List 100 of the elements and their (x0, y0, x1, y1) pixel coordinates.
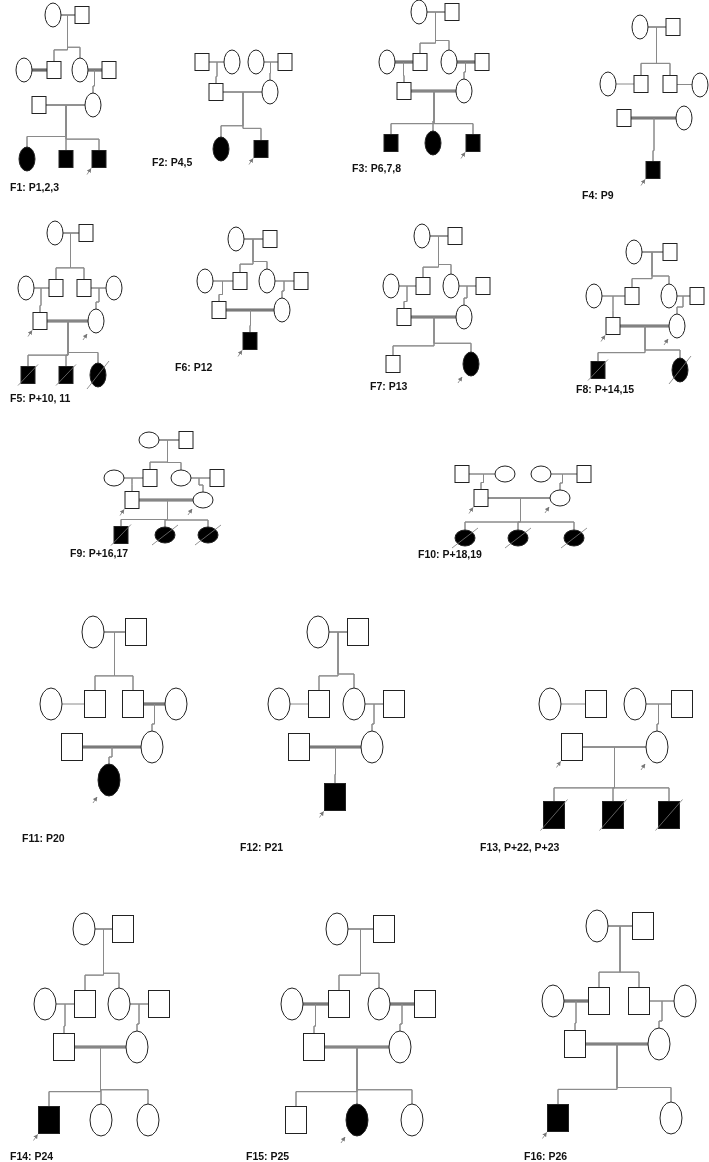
circle-symbol (388, 1030, 412, 1064)
marriage-line (289, 703, 309, 705)
circle-symbol (105, 275, 123, 301)
square-symbol (689, 287, 705, 305)
square-symbol (328, 990, 350, 1018)
descent-line (281, 280, 295, 299)
circle-symbol (261, 79, 279, 105)
circle-symbol (247, 49, 265, 75)
circle-symbol (585, 283, 603, 309)
square-symbol (209, 469, 225, 487)
circle-symbol (325, 912, 349, 946)
square-symbol (148, 990, 170, 1018)
descent-line (218, 280, 234, 302)
double-line (324, 1045, 389, 1049)
descent-line (103, 928, 120, 989)
proband-arrow (556, 761, 561, 768)
filled-square-symbol (383, 134, 399, 152)
filled-circle-symbol (504, 527, 532, 549)
filled-circle-symbol (97, 763, 121, 797)
proband-arrow (237, 350, 243, 357)
filled-square-symbol (55, 364, 77, 386)
square-symbol (194, 53, 210, 71)
square-symbol (665, 18, 681, 36)
double-line (303, 1002, 329, 1006)
descent-line (520, 497, 575, 531)
square-symbol (454, 465, 470, 483)
square-symbol (633, 75, 649, 93)
descent-line (334, 746, 362, 784)
square-symbol (588, 987, 610, 1015)
descent-line (95, 287, 107, 310)
filled-circle-symbol (194, 524, 222, 546)
square-symbol (347, 618, 369, 646)
circle-symbol (625, 239, 643, 265)
circle-symbol (541, 984, 565, 1018)
descent-line (619, 925, 640, 988)
descent-line (313, 1003, 329, 1034)
filled-square-symbol (587, 359, 609, 381)
descent-line (67, 320, 99, 364)
descent-line (65, 104, 100, 151)
filled-square-symbol (253, 140, 269, 158)
circle-symbol (107, 987, 131, 1021)
square-symbol (232, 272, 248, 290)
circle-symbol (196, 268, 214, 294)
circle-symbol (631, 14, 649, 40)
filled-circle-symbol (86, 360, 110, 390)
circle-symbol (413, 223, 431, 249)
family-label: F14: P24 (10, 1151, 54, 1162)
square-symbol (308, 690, 330, 718)
circle-symbol (645, 730, 669, 764)
marriage-line (615, 83, 635, 85)
double-line (564, 999, 589, 1003)
circle-symbol (138, 431, 160, 449)
square-symbol (475, 277, 491, 295)
circle-symbol (140, 730, 164, 764)
filled-square-symbol (242, 332, 258, 350)
circle-symbol (530, 465, 552, 483)
double-line (411, 315, 456, 319)
proband-arrow (544, 506, 550, 514)
square-symbol (585, 690, 607, 718)
filled-square-symbol (110, 524, 132, 546)
descent-line (463, 61, 476, 80)
circle-symbol (673, 984, 697, 1018)
descent-line (151, 703, 166, 732)
filled-square-symbol (324, 783, 346, 811)
filled-circle-symbol (462, 351, 480, 377)
square-symbol (125, 618, 147, 646)
circle-symbol (72, 912, 96, 946)
square-symbol (624, 287, 640, 305)
descent-line (92, 69, 103, 94)
square-symbol (415, 277, 431, 295)
family-label: F3: P6,7,8 (352, 163, 402, 174)
square-symbol (285, 1106, 307, 1134)
circle-symbol (15, 57, 33, 83)
descent-line (438, 235, 452, 275)
circle-symbol (71, 57, 89, 83)
square-symbol (412, 53, 428, 71)
family-label: F6: P12 (175, 362, 213, 373)
descent-line (403, 61, 414, 83)
descent-line (249, 309, 275, 333)
family-label: F15: P25 (246, 1151, 290, 1162)
circle-symbol (258, 268, 276, 294)
circle-symbol (89, 1103, 113, 1137)
double-line (620, 324, 669, 328)
circle-symbol (378, 49, 396, 75)
descent-line (136, 1003, 149, 1032)
filled-square-symbol (540, 799, 568, 831)
circle-symbol (599, 71, 617, 97)
descent-line (269, 61, 279, 81)
proband-arrow (248, 158, 254, 165)
square-symbol (293, 272, 309, 290)
filled-square-symbol (58, 150, 74, 168)
square-symbol (616, 109, 632, 127)
square-symbol (605, 317, 621, 335)
circle-symbol (440, 49, 458, 75)
double-line (631, 116, 676, 120)
circle-symbol (227, 226, 245, 252)
circle-symbol (668, 313, 686, 339)
descent-line (652, 117, 677, 162)
circle-symbol (367, 987, 391, 1021)
proband-arrow (319, 811, 324, 818)
